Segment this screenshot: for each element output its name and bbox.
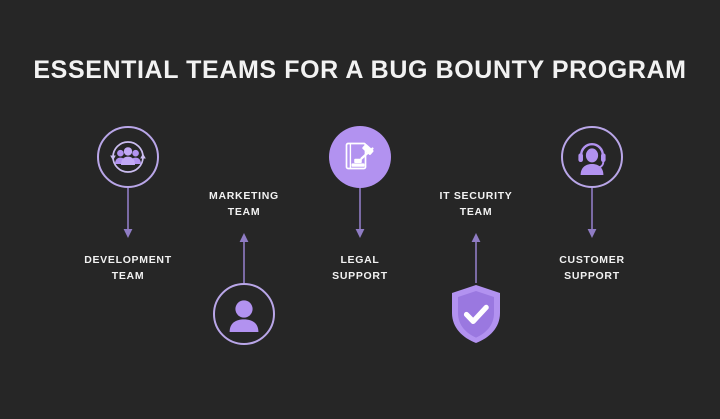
customer-support-badge <box>561 126 623 188</box>
it-security-team-connector <box>469 231 483 283</box>
it-security-team-label: IT SECURITY TEAM <box>439 188 512 221</box>
customer-support-label-line2: SUPPORT <box>564 270 620 283</box>
customer-support-label-line1: CUSTOMER <box>559 254 625 266</box>
it-security-team-label-line2: TEAM <box>459 206 493 219</box>
development-team-badge <box>97 126 159 188</box>
marketing-team-label-line1: MARKETING <box>209 190 279 202</box>
customer-support-label: CUSTOMER SUPPORT <box>559 252 625 285</box>
shield-check-icon <box>452 284 500 343</box>
arrow-down-icon <box>587 188 597 238</box>
legal-support-label-line1: LEGAL <box>340 254 380 266</box>
gavel-law-book-icon <box>345 142 374 170</box>
marketing-team-label-line2: TEAM <box>227 206 261 219</box>
development-team-label: DEVELOPMENT TEAM <box>84 252 172 285</box>
team-column-legal[interactable]: LEGAL SUPPORT <box>305 126 415 356</box>
marketing-team-badge <box>213 282 275 345</box>
marketing-team-connector <box>237 231 251 283</box>
arrow-up-icon <box>239 232 249 283</box>
legal-support-badge <box>329 126 391 188</box>
it-security-team-badge <box>445 283 507 345</box>
page-title: ESSENTIAL TEAMS FOR A BUG BOUNTY PROGRAM <box>33 56 687 84</box>
customer-support-connector <box>585 188 599 240</box>
arrow-down-icon <box>355 188 365 238</box>
development-team-label-line2: TEAM <box>111 270 145 283</box>
team-column-development[interactable]: DEVELOPMENT TEAM <box>73 126 183 356</box>
team-column-it-security[interactable]: IT SECURITY TEAM <box>421 126 531 356</box>
marketing-team-label: MARKETING TEAM <box>209 188 279 221</box>
arrow-down-icon <box>123 188 133 238</box>
development-team-connector <box>121 188 135 240</box>
legal-support-label-line2: SUPPORT <box>332 270 388 283</box>
arrow-up-icon <box>471 232 481 283</box>
team-group-cycle-icon <box>110 141 146 173</box>
person-circle-icon <box>229 299 259 332</box>
team-column-marketing[interactable]: MARKETING TEAM <box>189 126 299 356</box>
headset-agent-icon <box>578 143 606 175</box>
legal-support-label: LEGAL SUPPORT <box>332 252 388 285</box>
team-column-customer-support[interactable]: CUSTOMER SUPPORT <box>537 126 647 356</box>
teams-row: DEVELOPMENT TEAM MARKETING TEAM <box>0 126 720 356</box>
development-team-label-line1: DEVELOPMENT <box>84 254 172 266</box>
legal-support-connector <box>353 188 367 240</box>
it-security-team-label-line1: IT SECURITY <box>439 190 513 202</box>
